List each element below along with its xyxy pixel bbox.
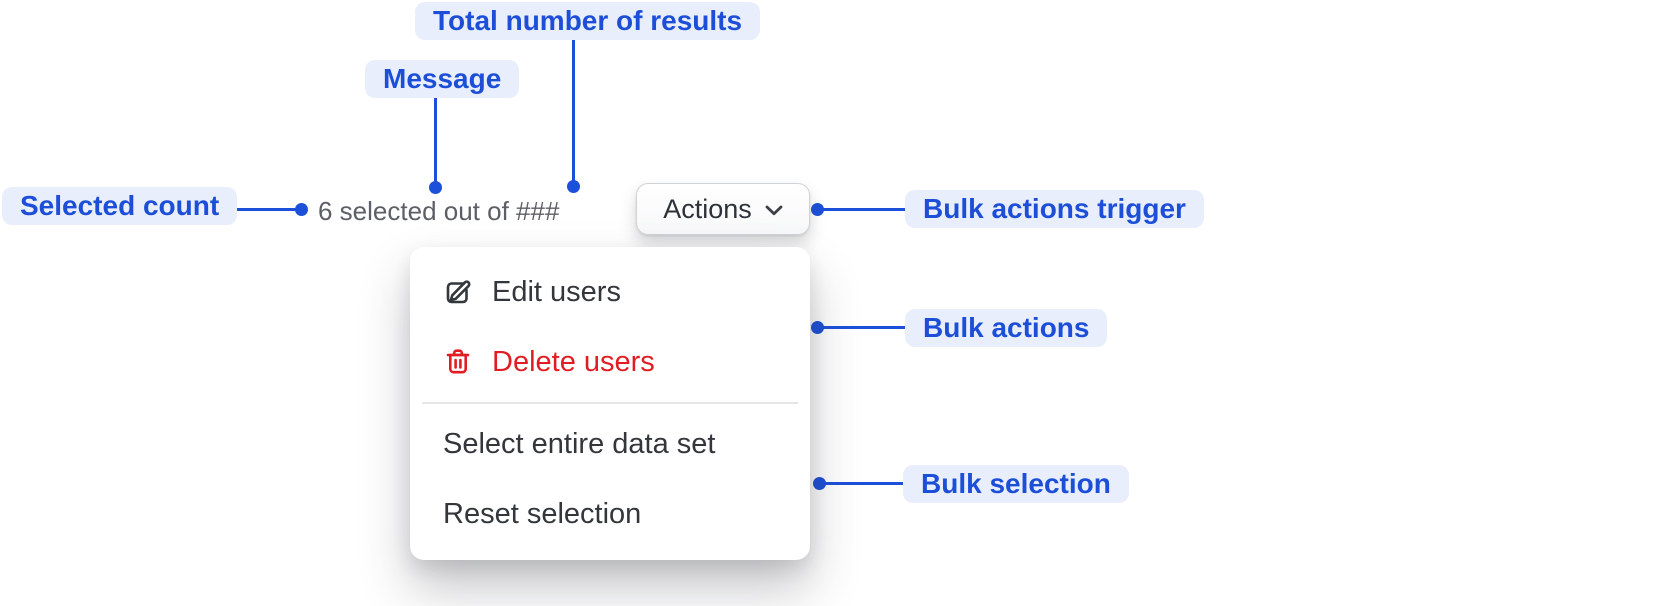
callout-total-results: Total number of results xyxy=(415,2,761,40)
connector-dot xyxy=(813,477,826,490)
menu-item-label: Delete users xyxy=(492,345,655,378)
callout-bulk-actions: Bulk actions xyxy=(905,309,1108,347)
menu-item-select-entire-data-set[interactable]: Select entire data set xyxy=(410,409,810,479)
connector-line-bulk-actions xyxy=(818,326,906,329)
callout-message: Message xyxy=(365,60,520,98)
connector-dot xyxy=(811,203,824,216)
menu-divider xyxy=(422,402,798,404)
connector-dot xyxy=(567,180,580,193)
bulk-actions-menu: Edit users Delete users Select entire da… xyxy=(410,247,810,560)
callout-bulk-actions-trigger: Bulk actions trigger xyxy=(905,190,1204,228)
menu-item-label: Edit users xyxy=(492,275,621,308)
menu-item-reset-selection[interactable]: Reset selection xyxy=(410,479,810,549)
callout-selected-count: Selected count xyxy=(2,187,238,225)
menu-item-label: Select entire data set xyxy=(443,427,716,460)
selected-count-message: 6 selected out of ### xyxy=(318,196,560,226)
connector-line-bulk-actions-trigger xyxy=(818,208,906,211)
connector-line-total-results xyxy=(572,40,575,182)
chevron-down-icon xyxy=(765,205,783,216)
bulk-actions-trigger-button[interactable]: Actions xyxy=(636,183,810,235)
menu-item-label: Reset selection xyxy=(443,497,642,530)
edit-icon xyxy=(446,280,471,304)
connector-line-message xyxy=(434,98,437,184)
menu-item-delete-users[interactable]: Delete users xyxy=(410,327,810,397)
menu-item-edit-users[interactable]: Edit users xyxy=(410,257,810,327)
connector-dot xyxy=(295,203,308,216)
connector-dot xyxy=(811,321,824,334)
connector-line-selected-count xyxy=(205,208,302,211)
actions-button-label: Actions xyxy=(663,193,752,224)
callout-bulk-selection: Bulk selection xyxy=(903,465,1129,503)
connector-dot xyxy=(429,181,442,194)
trash-icon xyxy=(446,349,470,374)
connector-line-bulk-selection xyxy=(820,482,906,485)
